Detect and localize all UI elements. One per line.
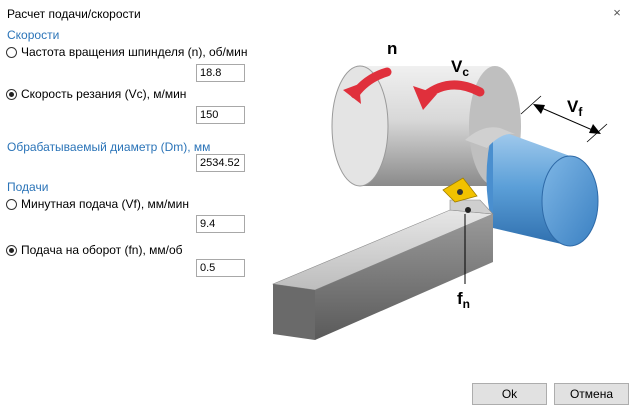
minute-feed-radio[interactable]: [6, 198, 17, 210]
shoulder-ring: [465, 127, 515, 148]
minute-feed-input[interactable]: 9.4: [196, 215, 245, 233]
cancel-button[interactable]: Отмена: [554, 383, 629, 405]
close-icon[interactable]: ×: [613, 5, 621, 20]
speeds-heading: Скорости: [7, 28, 60, 42]
feed-per-rev-radio[interactable]: [6, 244, 17, 256]
feed-per-rev-option[interactable]: Подача на оборот (fn), мм/об: [6, 242, 183, 258]
workpiece: [486, 128, 599, 247]
label-fn: fn: [457, 289, 470, 311]
label-vc: Vc: [451, 57, 469, 79]
feed-rate-dimension: [520, 95, 608, 143]
window-title: Расчет подачи/скорости: [7, 7, 141, 21]
cutting-speed-radio[interactable]: [6, 88, 17, 100]
cutting-speed-label: Скорость резания (Vc), м/мин: [21, 87, 187, 101]
diameter-input[interactable]: 2534.52: [196, 154, 245, 172]
tool-holder: [271, 199, 494, 340]
ok-button[interactable]: Ok: [472, 383, 547, 405]
turning-illustration: n Vc Vf fn: [271, 39, 608, 340]
spindle-rotation-arrow: [343, 67, 392, 104]
spindle-speed-label: Частота вращения шпинделя (n), об/мин: [21, 45, 248, 59]
cutting-speed-arrow: [413, 80, 485, 110]
minute-feed-label: Минутная подача (Vf), мм/мин: [21, 197, 189, 211]
cutting-speed-input[interactable]: 150: [196, 106, 245, 124]
feed-per-rev-input[interactable]: 0.5: [196, 259, 245, 277]
diameter-heading: Обрабатываемый диаметр (Dm), мм: [7, 140, 211, 154]
cutting-speed-option[interactable]: Скорость резания (Vc), м/мин: [6, 86, 186, 102]
spindle-speed-option[interactable]: Частота вращения шпинделя (n), об/мин: [6, 44, 247, 60]
title-bar: Расчет подачи/скорости ×: [0, 0, 635, 28]
spindle-speed-input[interactable]: 18.8: [196, 64, 245, 82]
label-vf: Vf: [567, 97, 583, 119]
label-n: n: [387, 39, 397, 58]
feed-per-rev-label: Подача на оборот (fn), мм/об: [21, 243, 183, 257]
minute-feed-option[interactable]: Минутная подача (Vf), мм/мин: [6, 196, 189, 212]
feeds-heading: Подачи: [7, 180, 49, 194]
spindle-speed-radio[interactable]: [6, 46, 17, 58]
cutting-insert: [442, 177, 478, 213]
